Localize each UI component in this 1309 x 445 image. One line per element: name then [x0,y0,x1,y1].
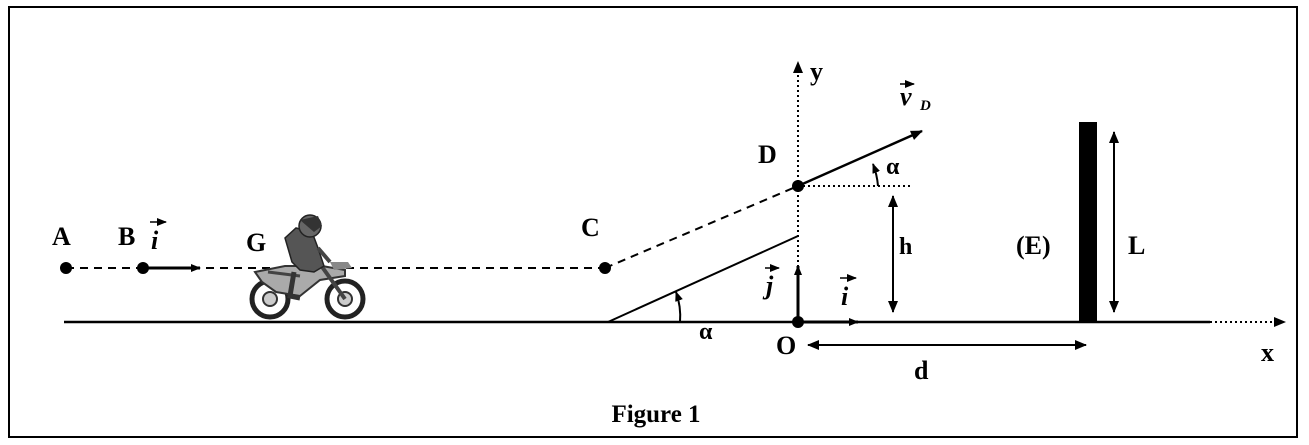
trajectory-ramp [604,185,799,269]
label-i-b: i [151,226,159,255]
label-y: y [810,57,823,86]
point-b [137,262,149,274]
label-a: A [52,222,71,251]
label-alpha-d: α [886,154,900,180]
motorcycle-icon [249,214,366,320]
label-v-subscript: D [919,98,931,114]
label-v: v [900,82,912,111]
label-d: D [758,140,777,169]
point-o [792,316,804,328]
label-b: B [118,222,135,251]
label-alpha-ramp: α [699,319,713,345]
label-x: x [1261,338,1274,367]
label-i-o: i [841,282,849,311]
label-h: h [899,234,912,260]
ramp [607,235,799,323]
label-d-distance: d [914,356,929,385]
figure-caption: Figure 1 [611,401,700,428]
label-o: O [776,331,796,360]
angle-arc-ramp [675,291,683,323]
angle-arc-d [872,163,880,187]
label-l: L [1128,231,1145,260]
label-g: G [246,228,266,257]
label-j: j [762,271,774,300]
wall-e [1079,122,1097,322]
point-d [792,180,804,192]
point-c [599,262,611,274]
point-a [60,262,72,274]
label-c: C [581,213,600,242]
velocity-vector [797,129,923,188]
label-e: (E) [1016,231,1051,260]
